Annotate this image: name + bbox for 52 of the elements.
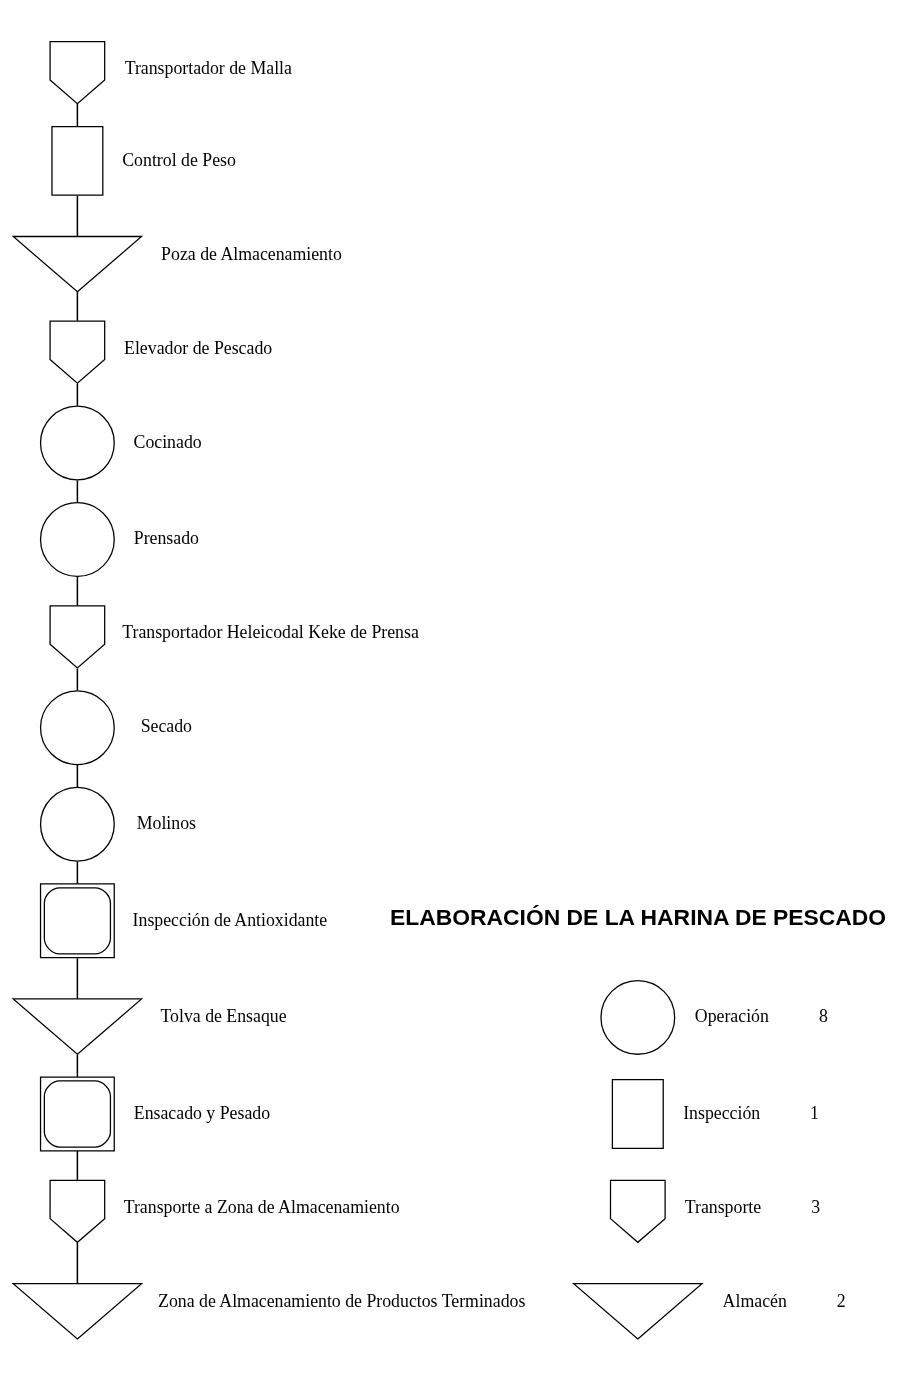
node-label: Cocinado [133,431,202,452]
node-label: Operación [694,1006,769,1027]
node-label: Transporte a Zona de Almacenamiento [123,1196,400,1217]
node-label: Poza de Almacenamiento [161,243,342,264]
label: ELABORACIÓN DE LA HARINA DE PESCADO [390,904,887,931]
node-arrow [49,41,106,105]
node-box [611,1079,664,1149]
node-label: 8 [818,1006,828,1027]
connector [76,957,79,1000]
node-circle [600,979,676,1055]
connector [76,291,79,322]
connector [76,667,79,692]
node-circle [39,405,115,481]
node-triangle [11,1283,144,1340]
node-label: Molinos [136,812,196,833]
node-box [51,125,104,196]
node-label: Almacén [722,1290,787,1311]
node-label: Prensado [133,528,199,549]
node-label: Ensacado y Pesado [133,1102,271,1123]
node-circle [39,786,115,862]
connector [76,383,79,407]
node-triangle [11,998,144,1056]
connector [76,1150,79,1181]
connector [76,479,79,504]
node-label: Zona de Almacenamiento de Productos Terminados [158,1290,526,1311]
node-circle [39,690,115,766]
node-label: 2 [836,1290,846,1311]
node-label: 1 [810,1102,819,1123]
connector [76,575,79,607]
node-label: Elevador de Pescado [124,337,273,358]
node-label: Inspección [683,1102,761,1123]
node-label: Inspección de Antioxidante [132,909,328,930]
node-label: 3 [811,1196,821,1217]
node-triangle [571,1283,704,1340]
connector [76,194,79,237]
node-label: Tolva de Ensaque [160,1006,287,1027]
node-label: Transportador de Malla [124,58,292,79]
node-arrow [609,1179,666,1244]
node-label: Secado [140,716,193,737]
connector [76,103,79,127]
node-circle [39,502,115,578]
node-arrow [49,1179,106,1244]
node-arrow [49,605,106,669]
connector [76,764,79,788]
node-label: Control de Peso [122,149,236,170]
node-label: Transporte [684,1196,762,1217]
node-triangle [11,235,144,293]
connector [76,860,79,885]
connector [76,1242,79,1284]
node-label: Transportador Heleicodal Keke de Prensa [122,622,419,643]
connector [76,1054,79,1078]
node-arrow [49,320,106,385]
